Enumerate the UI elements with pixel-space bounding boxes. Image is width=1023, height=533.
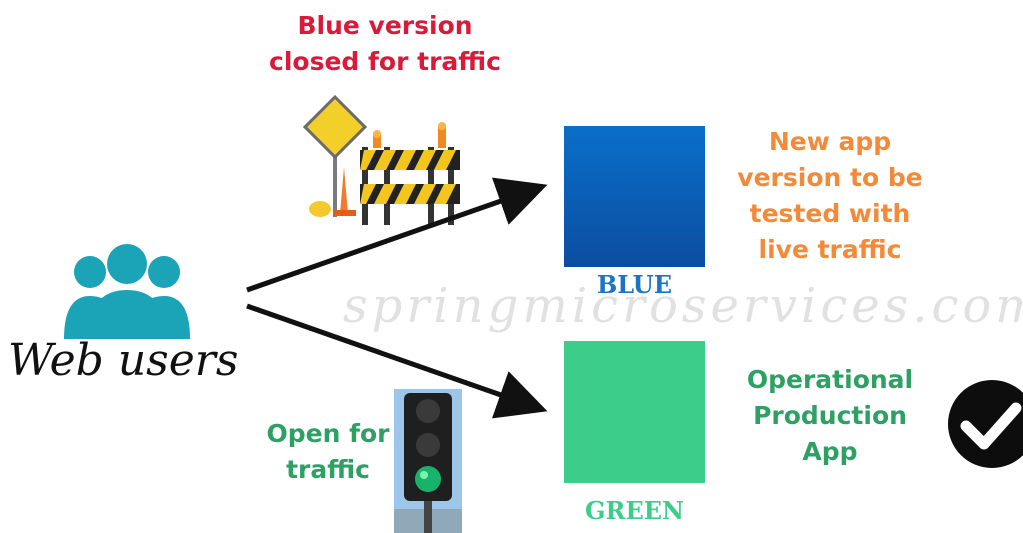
watermark-text: springmicroservices.com	[343, 278, 1023, 334]
barrier-shape	[360, 122, 460, 225]
blue-environment-box	[564, 126, 705, 267]
arrow-to-green	[246, 303, 548, 419]
users-group-icon	[64, 244, 190, 339]
new-app-line-1: New app	[768, 127, 892, 156]
operational-line-1: Operational	[746, 365, 914, 394]
new-app-caption: New app version to be tested with live t…	[730, 124, 930, 268]
traffic-light-icon	[394, 389, 462, 533]
green-environment-box	[564, 341, 705, 483]
open-line-2: traffic	[286, 455, 370, 484]
web-users-label: Web users	[8, 335, 239, 386]
new-app-line-4: live traffic	[758, 235, 902, 264]
green-label: GREEN	[585, 496, 684, 525]
blue-closed-line-1: Blue version	[297, 11, 473, 40]
open-line-1: Open for	[266, 419, 390, 448]
new-app-line-2: version to be	[737, 163, 923, 192]
arrow-to-blue	[246, 177, 548, 293]
blue-closed-line-2: closed for traffic	[269, 47, 501, 76]
operational-line-2: Production	[753, 401, 907, 430]
road-barrier-icon	[302, 94, 460, 225]
operational-caption: Operational Production App	[730, 362, 930, 470]
check-icon	[948, 380, 1023, 468]
warning-sign-shape	[302, 94, 368, 217]
blue-closed-caption: Blue version closed for traffic	[255, 8, 515, 80]
new-app-line-3: tested with	[749, 199, 911, 228]
open-traffic-caption: Open for traffic	[258, 416, 398, 488]
traffic-cone-shape	[340, 167, 348, 214]
operational-line-3: App	[802, 437, 858, 466]
blue-label: BLUE	[596, 270, 673, 299]
